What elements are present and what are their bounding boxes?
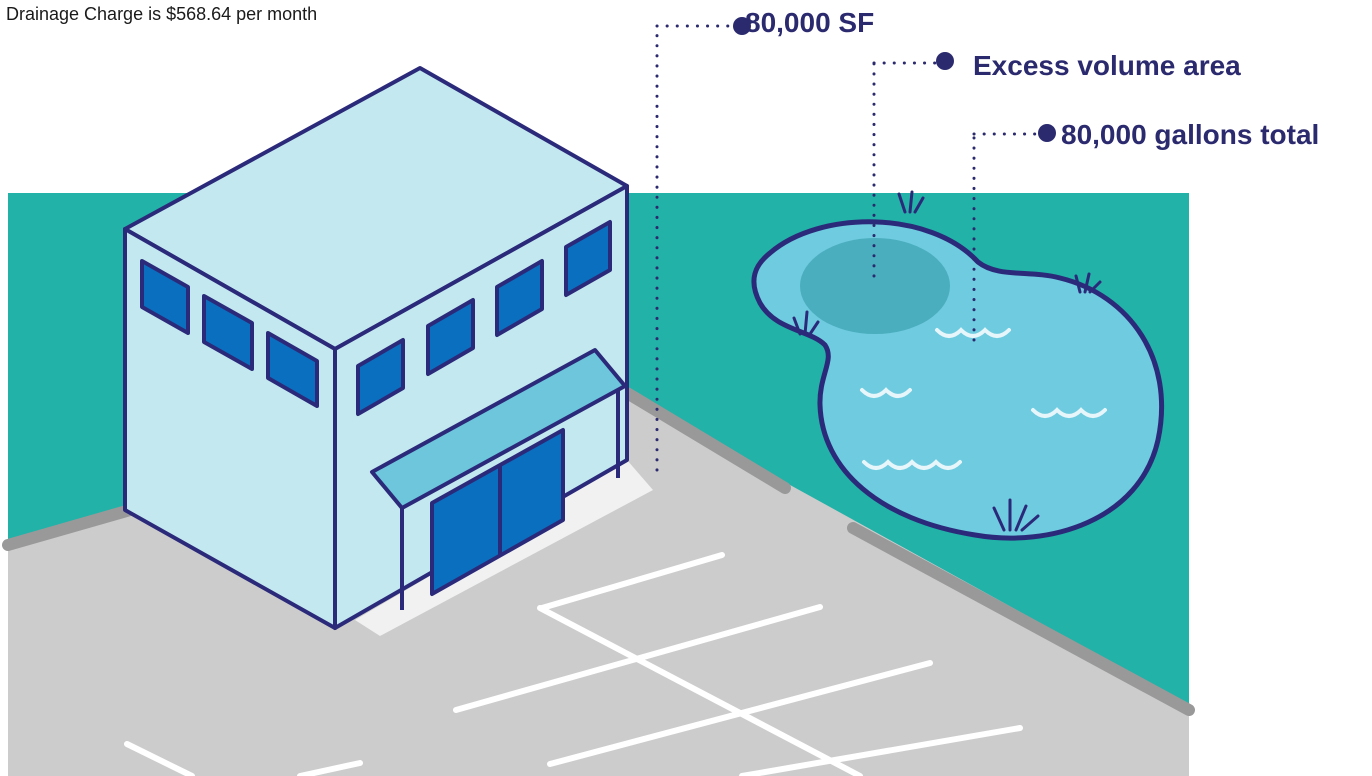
awning [370,348,627,510]
building-icon [123,66,629,630]
right-wall-windows [356,220,612,416]
volume-callout-label: 80,000 gallons total [1061,119,1320,150]
curb-lower [847,522,1195,716]
callout-leaders [655,17,1056,472]
leader-area [655,17,751,472]
curb-left [2,504,136,551]
excess-volume-area [800,238,950,334]
left-wall-windows [140,259,319,408]
parking-stripes [124,552,1023,776]
entrance-doors [430,428,565,596]
grass-tuft-icon [792,190,1102,532]
pond-icon [751,190,1165,541]
leader-excess [872,52,954,278]
leader-volume [972,124,1056,342]
building-right-wall [333,184,629,630]
water-ripple-icon [860,327,1107,470]
excess-volume-callout-label: Excess volume area [973,50,1241,81]
curb-upper [621,387,791,494]
area-callout-label: 80,000 SF [745,7,875,38]
drainage-charge-caption: Drainage Charge is $568.64 per month [6,4,318,24]
